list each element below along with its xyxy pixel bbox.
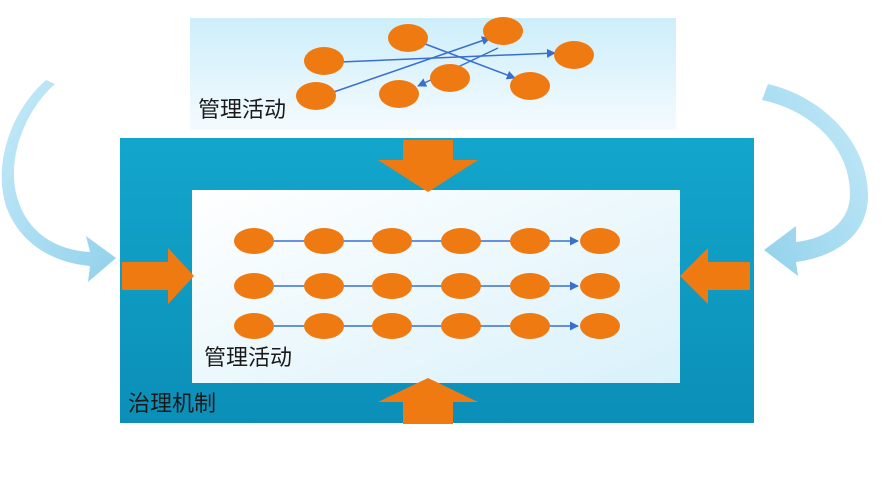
grid-node <box>441 313 481 339</box>
scattered-node <box>554 41 594 69</box>
grid-node <box>234 228 274 254</box>
block-arrow-right <box>122 248 194 304</box>
scattered-node <box>388 24 428 52</box>
scattered-node <box>510 72 550 100</box>
scattered-node <box>483 17 523 45</box>
scattered-node <box>296 82 336 110</box>
block-arrow-left <box>680 248 750 304</box>
grid-node <box>580 228 620 254</box>
grid-node <box>304 228 344 254</box>
grid-nodes <box>234 228 620 339</box>
curved-arrow-right <box>762 84 868 276</box>
grid-node <box>234 273 274 299</box>
grid-node <box>441 273 481 299</box>
grid-node <box>234 313 274 339</box>
scattered-node <box>430 64 470 92</box>
top-panel-label: 管理活动 <box>198 98 287 123</box>
grid-node <box>372 313 412 339</box>
scattered-node <box>304 47 344 75</box>
grid-node <box>372 273 412 299</box>
grid-node <box>510 313 550 339</box>
grid-node <box>372 228 412 254</box>
grid-node <box>510 273 550 299</box>
grid-node <box>510 228 550 254</box>
curved-arrow-left <box>1 80 117 282</box>
grid-node <box>304 313 344 339</box>
grid-node <box>580 273 620 299</box>
outer-panel-label: 治理机制 <box>128 392 217 417</box>
grid-node <box>441 228 481 254</box>
grid-node <box>580 313 620 339</box>
scattered-node <box>379 80 419 108</box>
grid-node <box>304 273 344 299</box>
inner-panel-label: 管理活动 <box>204 346 293 371</box>
block-arrow-up <box>378 378 478 424</box>
block-arrow-down <box>378 140 478 192</box>
scattered-nodes <box>296 17 594 110</box>
